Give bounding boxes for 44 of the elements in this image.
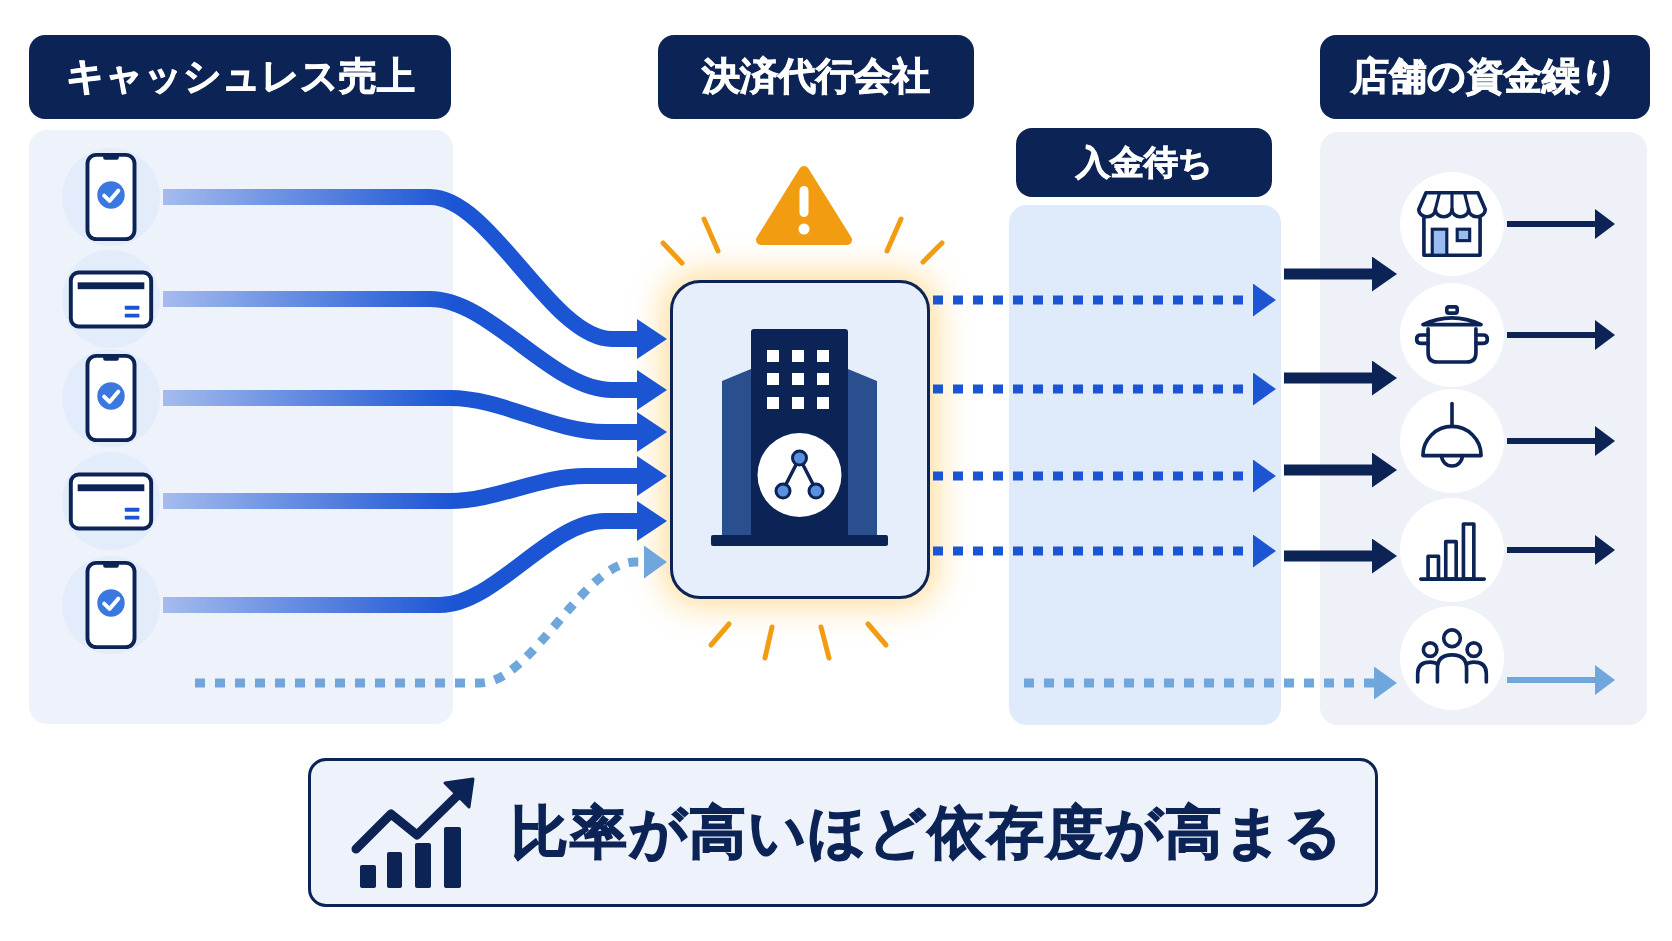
dotted-arrow xyxy=(933,459,1276,493)
dotted-arrow xyxy=(933,372,1276,406)
dotted-arrow xyxy=(195,545,667,688)
arrow xyxy=(1507,209,1615,239)
smartphone-icon xyxy=(62,349,160,447)
column-header xyxy=(1016,128,1272,197)
column-header xyxy=(29,35,451,119)
arrow xyxy=(1284,452,1397,488)
store-icon xyxy=(1400,172,1504,276)
dotted-arrow xyxy=(933,283,1276,317)
smartphone-icon xyxy=(62,556,160,654)
flow-arrow xyxy=(163,189,667,359)
bar-chart-icon xyxy=(1400,498,1504,602)
flow-arrow xyxy=(163,390,667,452)
flow-arrow xyxy=(163,501,667,613)
note-text: 比率が高いほど依存度が高まる xyxy=(511,799,1344,866)
arrow xyxy=(1507,426,1615,456)
smartphone-icon xyxy=(62,148,160,246)
cooking-pot-icon xyxy=(1400,283,1504,387)
column-header xyxy=(1320,35,1650,119)
arrow xyxy=(1284,256,1397,292)
credit-card-icon xyxy=(62,452,160,550)
arrow xyxy=(1284,538,1397,574)
dotted-arrow xyxy=(1024,666,1397,700)
company-box xyxy=(670,280,930,599)
dotted-arrow xyxy=(933,534,1276,568)
header-title: 入金待ち xyxy=(1075,142,1213,183)
header-title: キャッシュレス売上 xyxy=(65,55,415,99)
panel xyxy=(1320,132,1647,725)
arrow xyxy=(1507,535,1615,565)
arrow xyxy=(1507,320,1615,350)
header-title: 決済代行会社 xyxy=(702,55,930,99)
flow-arrow xyxy=(163,291,667,410)
flow-arrow xyxy=(163,456,667,509)
arrow xyxy=(1284,360,1397,396)
panel xyxy=(1009,205,1281,725)
pendant-lamp-icon xyxy=(1400,389,1504,493)
header-title: 店舗の資金繰り xyxy=(1351,55,1619,99)
column-header xyxy=(658,35,974,119)
panel xyxy=(29,130,453,724)
credit-card-icon xyxy=(62,250,160,348)
arrow xyxy=(1507,665,1615,695)
note-box xyxy=(308,758,1378,907)
people-icon xyxy=(1400,606,1504,710)
